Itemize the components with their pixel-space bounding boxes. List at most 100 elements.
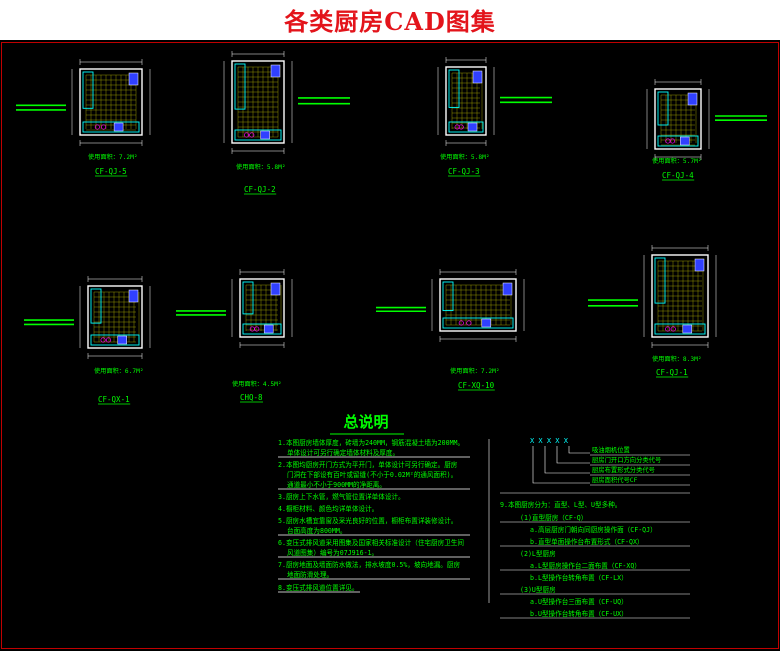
counter xyxy=(242,323,282,335)
plan-area-label: 使用面积：8.3M² xyxy=(652,355,702,363)
fridge-icon xyxy=(128,289,139,303)
plan-area-label: 使用面积：5.7M² xyxy=(652,157,702,165)
plan-wall xyxy=(439,278,517,332)
side-counter xyxy=(242,281,254,315)
plan-wall xyxy=(445,66,487,136)
fridge-icon xyxy=(694,258,705,272)
note-line: 3.厨房上下水管，燃气管位置详单体设计。 xyxy=(278,492,405,501)
legend-item: 厨房布置形式分类代号 xyxy=(592,465,655,474)
dimension-lines xyxy=(643,245,717,348)
note-line: a.高层厨房门朝向同厨房操作面（CF-QJ） xyxy=(530,525,657,534)
note-line: (2)L型厨房 xyxy=(520,549,556,558)
kitchen-plan: 使用面积：4.5M² CHQ-8 xyxy=(176,269,293,403)
note-line: 门洞在下部设有百叶或留缝(不小于0.02M²的通风面积)。 xyxy=(287,470,457,479)
code-legend: X X X X X 吸油烟机位置 厨房门开口方向分类代号 厨房布置形式分类代号 … xyxy=(500,437,690,494)
kitchen-plan: 使用面积：7.2M² CF-QJ-5 xyxy=(16,59,151,177)
kitchen-plan: 使用面积：8.3M² CF-QJ-1 xyxy=(588,245,717,378)
dimension-lines xyxy=(231,269,293,348)
note-line: 8.变压式排风道位置详见。 xyxy=(278,583,358,592)
fridge-icon xyxy=(687,92,698,106)
sink-icon xyxy=(680,136,690,146)
notes-left: 1.本图厨房墙体厚度，砖墙为240MM，钢筋混凝土墙为200MM。 单体设计可另… xyxy=(278,438,464,592)
plan-area-label: 使用面积：4.5M² xyxy=(232,380,282,388)
note-line: 单体设计可另行确定墙体材料及厚度。 xyxy=(287,448,399,457)
sink-icon xyxy=(260,130,270,140)
counter xyxy=(82,121,140,133)
plan-code-label: CF-QJ-1 xyxy=(656,368,688,377)
fridge-icon xyxy=(472,70,483,84)
side-counter xyxy=(442,281,454,312)
floor-tiles xyxy=(657,260,704,332)
dimension-lines xyxy=(79,276,151,359)
stove-icon xyxy=(94,124,100,130)
sink-icon xyxy=(467,122,478,132)
floor-tiles xyxy=(85,74,137,131)
note-line: b.U型操作台转角布置（CF-UX） xyxy=(530,609,628,618)
plan-code-label: CHQ-8 xyxy=(240,393,263,402)
stove-icon xyxy=(249,326,255,332)
sink-icon xyxy=(682,324,693,334)
note-line: 风道图集）编号为07J916-1。 xyxy=(287,548,378,557)
counter xyxy=(657,135,699,147)
plan-code-label: CF-QJ-2 xyxy=(244,185,276,194)
code-letters: X X X X X xyxy=(530,437,569,445)
note-line: 5.厨房水槽宜靠窗及采光良好的位置，橱柜布置详装修设计。 xyxy=(278,516,457,525)
annotation-leaders xyxy=(715,115,767,121)
stove-icon xyxy=(100,337,106,343)
legend-item: 吸油烟机位置 xyxy=(592,445,630,454)
note-line: 地面防滑处理。 xyxy=(287,570,333,579)
plan-code-label: CF-XQ-10 xyxy=(458,381,495,390)
counter xyxy=(448,121,484,133)
notes-heading: 总说明 xyxy=(343,413,388,431)
sink-icon xyxy=(263,324,274,334)
note-line: b.L型操作台转角布置（CF-LX） xyxy=(530,573,628,582)
stove-icon xyxy=(454,124,460,130)
fridge-icon xyxy=(128,72,139,86)
note-line: a.U型操作台三面布置（CF-UQ） xyxy=(530,597,628,606)
plan-code-label: CF-QJ-5 xyxy=(95,167,127,176)
stove-icon xyxy=(101,124,107,130)
annotation-leaders xyxy=(376,306,426,313)
plan-area-label: 使用面积：7.2M² xyxy=(88,153,138,161)
plan-wall xyxy=(79,68,143,136)
note-line: (3)U型厨房 xyxy=(520,585,556,594)
plan-wall xyxy=(231,60,285,144)
stove-icon xyxy=(670,326,676,332)
floor-tiles xyxy=(445,284,512,326)
note-line: 通道最小不小于900MM的净距离。 xyxy=(287,480,386,489)
stove-icon xyxy=(249,132,255,138)
counter xyxy=(654,323,706,335)
side-counter xyxy=(654,257,666,304)
fridge-icon xyxy=(270,64,281,78)
note-line: 台面高度为800MM。 xyxy=(287,526,346,535)
note-line: 6.变压式排风道采用图集及国家相关标准设计（住宅厨房卫生间 xyxy=(278,538,464,547)
counter xyxy=(234,129,282,141)
note-line: (1)直型厨房（CF-Q） xyxy=(520,513,587,522)
side-counter xyxy=(234,63,246,110)
stove-icon xyxy=(669,138,676,144)
annotation-leaders xyxy=(588,299,638,307)
stove-icon xyxy=(254,326,260,332)
side-counter xyxy=(657,91,669,126)
annotation-leaders xyxy=(16,104,66,111)
stove-icon xyxy=(458,320,464,326)
note-line: 9.本图厨房分为：直型、L型、U型多种。 xyxy=(500,500,621,509)
kitchen-plan: 使用面积：7.2M² CF-XQ-10 xyxy=(376,269,525,391)
stove-icon xyxy=(665,138,671,144)
notes-right: 9.本图厨房分为：直型、L型、U型多种。 (1)直型厨房（CF-Q） a.高层厨… xyxy=(500,500,657,618)
note-line: 2.本图均厨房开门方式为平开门，单体设计可另行确定。厨房 xyxy=(278,460,458,469)
note-line: 1.本图厨房墙体厚度，砖墙为240MM，钢筋混凝土墙为200MM。 xyxy=(278,438,464,447)
plan-area-label: 使用面积：7.2M² xyxy=(450,367,500,375)
note-line: a.L型厨房操作台二面布置（CF-XQ） xyxy=(530,561,641,570)
stove-icon xyxy=(458,124,464,130)
plan-wall xyxy=(654,88,702,150)
plan-area-label: 使用面积：5.8M² xyxy=(236,163,286,171)
drawing-border xyxy=(1,42,779,649)
stove-icon xyxy=(244,132,250,138)
dimension-lines xyxy=(431,269,525,342)
sink-icon xyxy=(117,335,127,345)
counter xyxy=(442,317,514,329)
note-line: 4.橱柜材料、颜色均详单体设计。 xyxy=(278,504,378,513)
